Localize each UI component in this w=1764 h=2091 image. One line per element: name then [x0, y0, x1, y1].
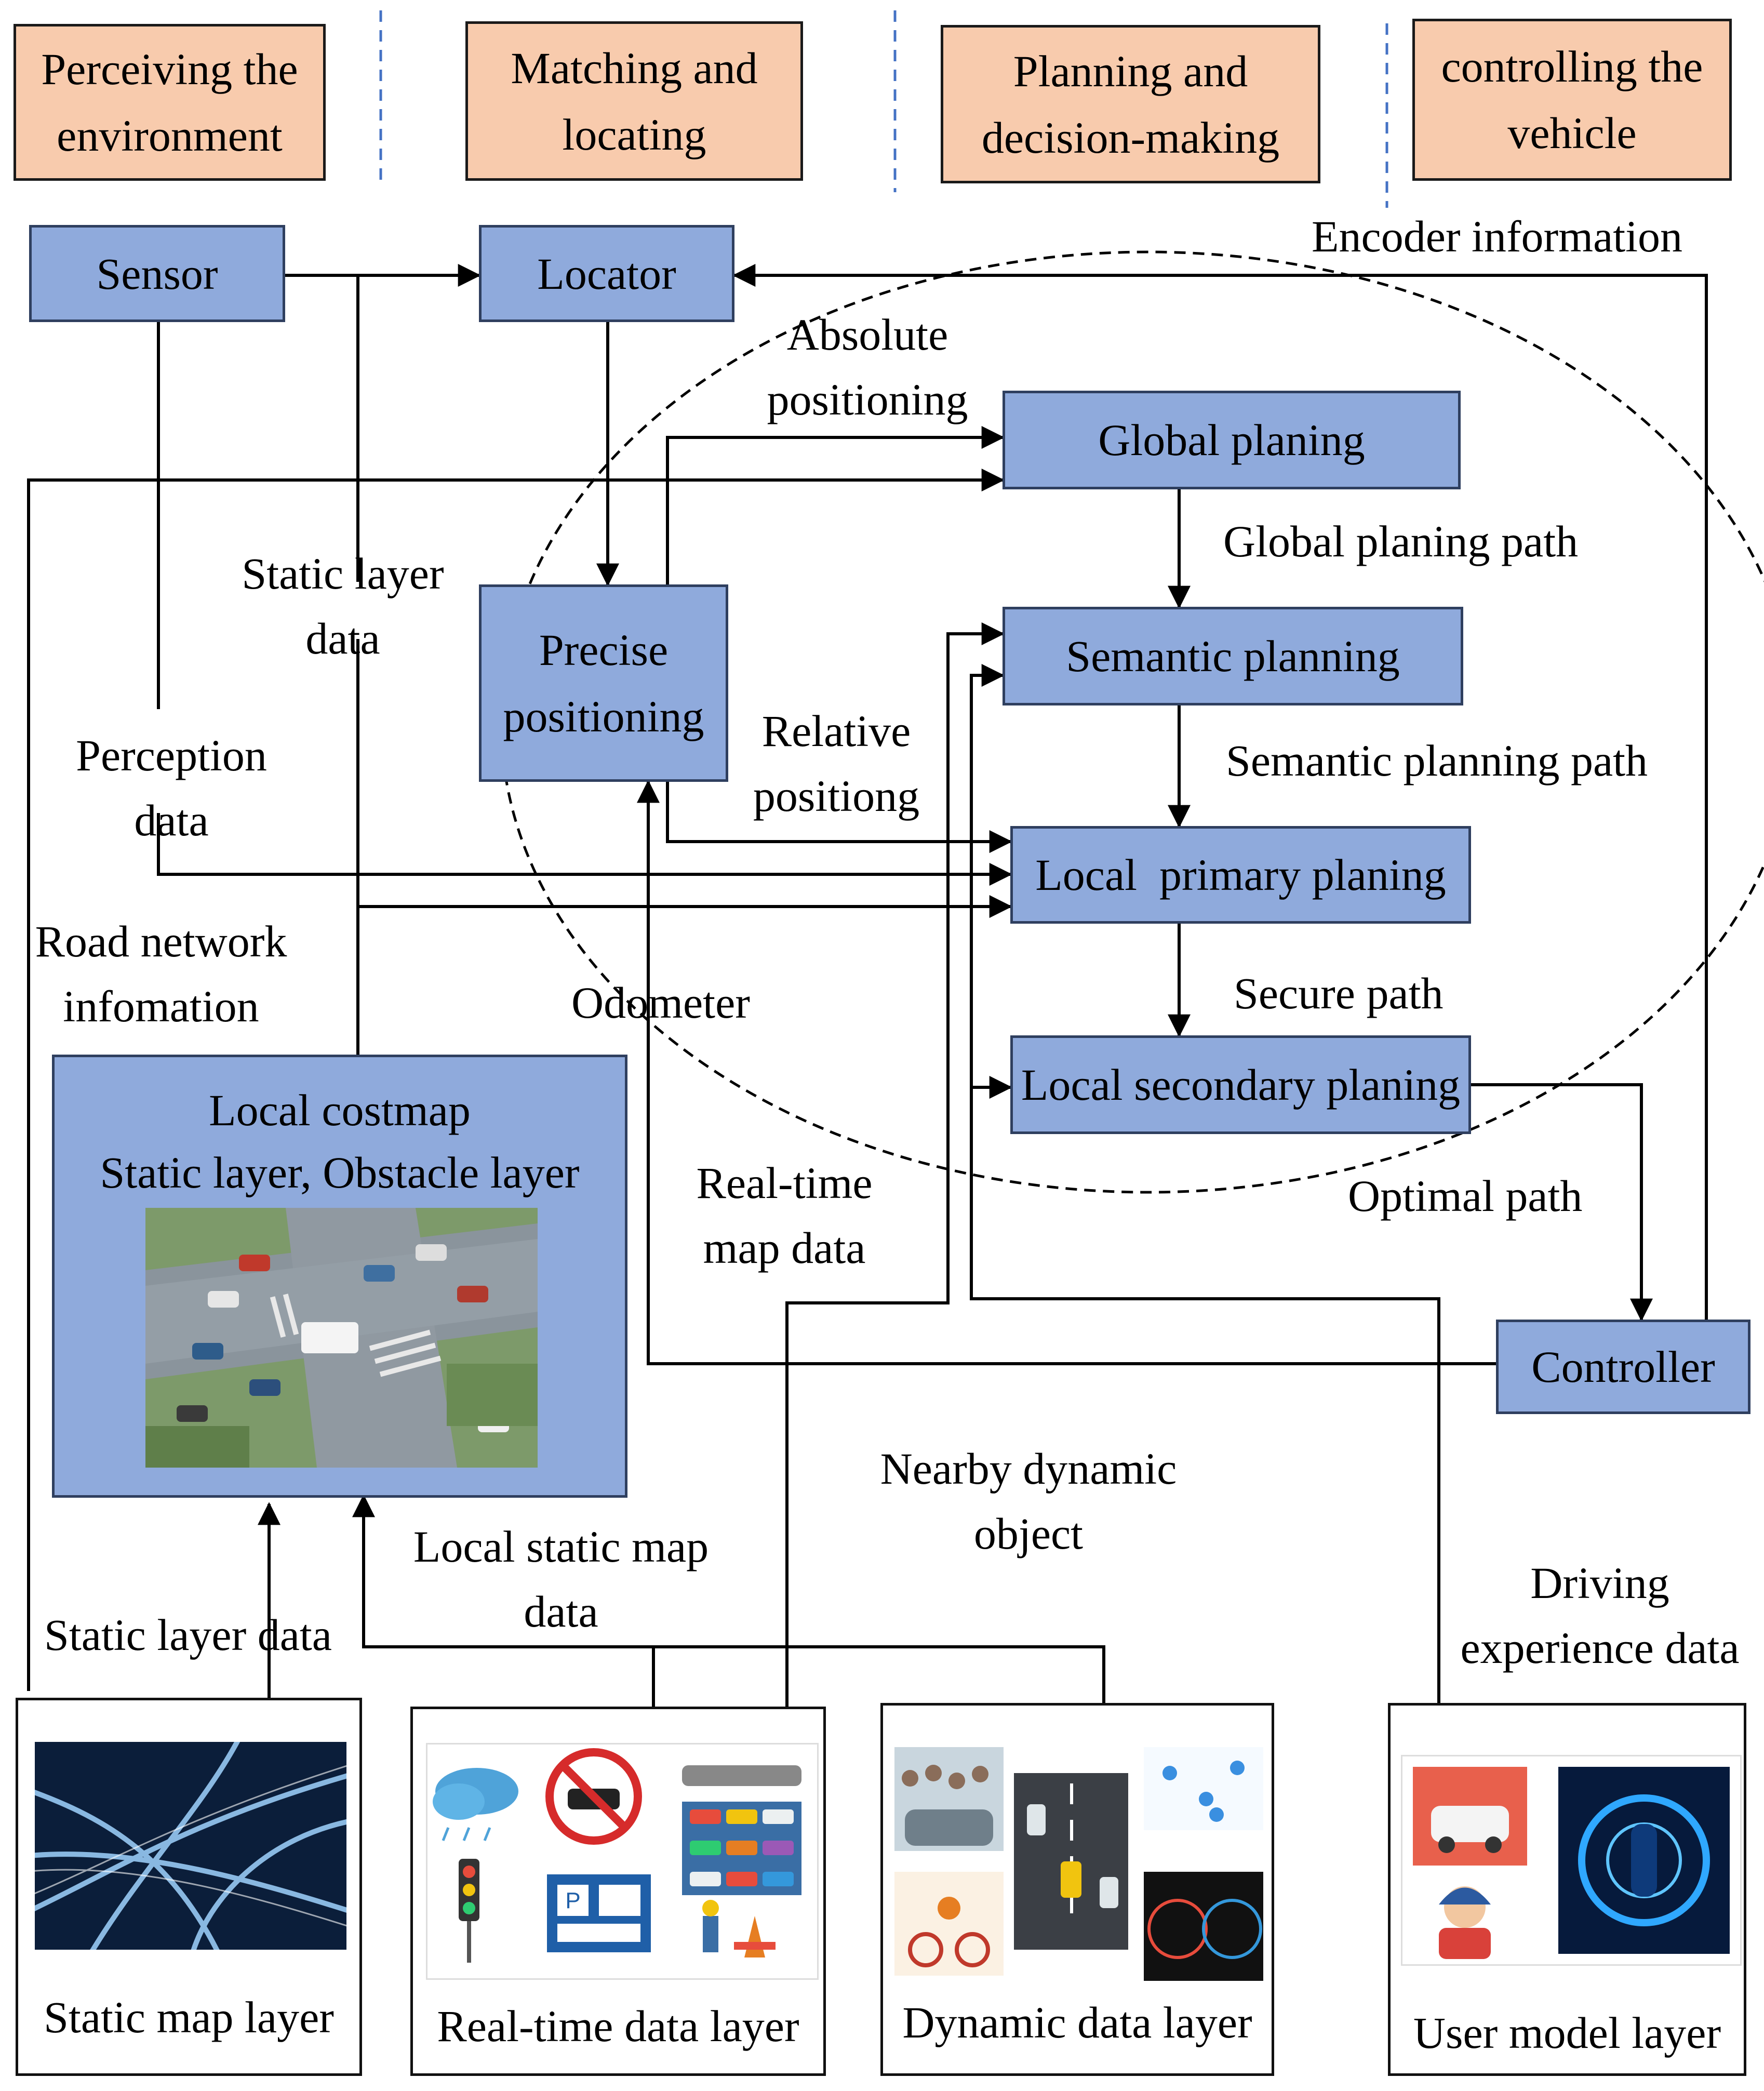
label-real-time-map-data-text: Real-time map data	[696, 1158, 873, 1273]
stage-controlling: controlling the vehicle	[1412, 19, 1732, 181]
real-time-data-layer-label: Real-time data layer	[437, 2001, 799, 2051]
stage-matching-label: Matching and locating	[511, 43, 758, 159]
label-static-layer-data-bottom: Static layer data	[44, 1610, 332, 1660]
label-odometer: Odometer	[571, 978, 750, 1028]
label-local-static-map-data-text: Local static map data	[413, 1522, 709, 1636]
global-planing-node: Global planing	[1003, 391, 1461, 489]
label-global-planing-path: Global planing path	[1223, 516, 1579, 566]
label-perception-data-text: Perception data	[76, 730, 267, 845]
locator-node: Locator	[479, 225, 734, 322]
global-planing-label: Global planing	[1098, 415, 1365, 465]
label-road-network-infomation: Road network infomation	[21, 909, 301, 1039]
real-time-icons-image: P	[426, 1743, 819, 1980]
label-local-static-map-data: Local static map data	[400, 1514, 722, 1644]
local-primary-planing-label: Local primary planing	[1035, 850, 1446, 900]
local-secondary-planing-label: Local secondary planing	[1021, 1060, 1461, 1110]
label-nearby-dynamic-object-text: Nearby dynamic object	[880, 1444, 1177, 1559]
costmap-title: Local costmap	[209, 1085, 471, 1135]
highway-interchange-image	[35, 1742, 346, 1950]
label-real-time-map-data: Real-time map data	[680, 1151, 888, 1281]
stage-separators	[379, 10, 1388, 208]
label-relative-positiong: Relative positiong	[743, 699, 930, 829]
precise-positioning-label: Precise positioning	[503, 625, 704, 741]
local-costmap: Local costmap Static layer, Obstacle lay…	[52, 1055, 627, 1498]
dynamic-data-layer-label: Dynamic data layer	[902, 1997, 1252, 2047]
label-absolute-positioning-text: Absolute positioning	[767, 310, 968, 424]
stage-matching: Matching and locating	[465, 21, 803, 181]
label-absolute-positioning: Absolute positioning	[753, 302, 982, 432]
static-map-layer: Static map layer	[16, 1698, 362, 2076]
stage-planning: Planning and decision-making	[941, 25, 1320, 183]
local-secondary-planing-node: Local secondary planing	[1010, 1035, 1471, 1134]
label-nearby-dynamic-object: Nearby dynamic object	[862, 1436, 1195, 1566]
label-relative-positiong-text: Relative positiong	[753, 706, 920, 821]
label-static-layer-data-top-text: Static layer data	[242, 549, 444, 663]
user-model-layer-label: User model layer	[1413, 2008, 1721, 2058]
stage-planning-label: Planning and decision-making	[981, 46, 1280, 163]
dynamic-data-layer: Dynamic data layer	[880, 1703, 1274, 2076]
label-secure-path: Secure path	[1234, 968, 1444, 1018]
intersection-image	[145, 1208, 538, 1468]
stage-controlling-label: controlling the vehicle	[1441, 42, 1703, 158]
user-model-image	[1401, 1755, 1742, 1966]
semantic-planning-label: Semantic planning	[1066, 631, 1400, 681]
semantic-planning-node: Semantic planning	[1003, 607, 1463, 705]
connector-lines	[27, 264, 1708, 1707]
costmap-subtitle: Static layer, Obstacle layer	[100, 1148, 580, 1197]
dynamic-icons-image	[894, 1742, 1266, 1981]
controller-node: Controller	[1496, 1320, 1750, 1414]
local-primary-planing-node: Local primary planing	[1010, 826, 1471, 924]
stage-perceiving-label: Perceiving the environment	[41, 44, 298, 161]
label-encoder-information: Encoder information	[1312, 211, 1683, 261]
locator-label: Locator	[537, 248, 676, 299]
label-semantic-planning-path: Semantic planning path	[1226, 736, 1648, 785]
precise-positioning-node: Precise positioning	[479, 584, 728, 782]
stage-perceiving: Perceiving the environment	[14, 24, 326, 181]
static-map-layer-label: Static map layer	[44, 1992, 334, 2042]
sensor-node: Sensor	[29, 225, 285, 322]
real-time-data-layer: P Real-time data layer	[410, 1707, 826, 2076]
svg-text:P: P	[565, 1888, 580, 1913]
label-driving-experience-data-text: Driving experience data	[1460, 1558, 1740, 1673]
label-static-layer-data-top: Static layer data	[234, 541, 452, 671]
user-model-layer: User model layer	[1388, 1703, 1746, 2076]
label-road-network-infomation-text: Road network infomation	[35, 916, 287, 1031]
label-optimal-path: Optimal path	[1348, 1171, 1583, 1221]
sensor-label: Sensor	[96, 248, 218, 299]
label-driving-experience-data: Driving experience data	[1449, 1551, 1750, 1681]
label-perception-data: Perception data	[62, 723, 280, 853]
controller-label: Controller	[1531, 1342, 1715, 1392]
